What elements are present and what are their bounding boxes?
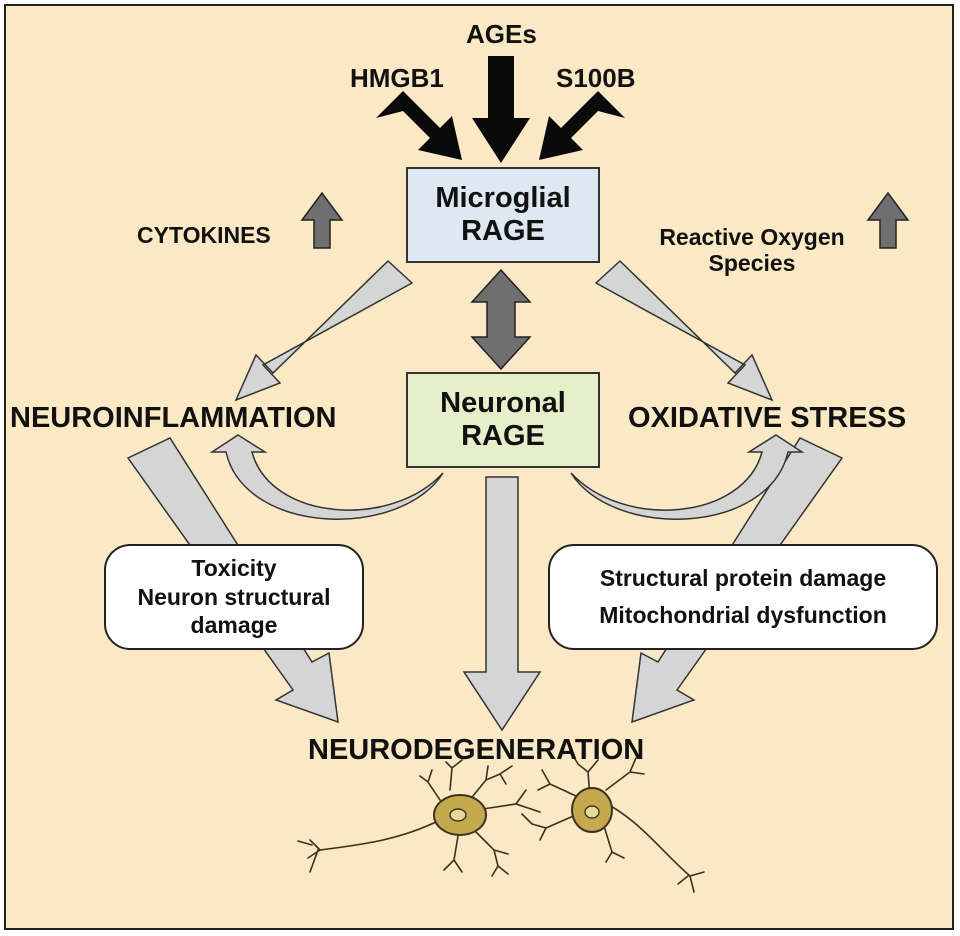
right-effect-protein: Structural protein damage — [599, 565, 887, 592]
s100b-arrow — [539, 91, 625, 160]
neuronal-rage-box: Neuronal RAGE — [406, 372, 600, 468]
neuroinflammation-label: NEUROINFLAMMATION — [10, 402, 337, 434]
neuronal-rage-line1: Neuronal — [440, 386, 566, 419]
neuronal-to-oxidative-curve — [570, 434, 805, 520]
cytokines-up-arrow — [300, 191, 344, 249]
left-effect-toxicity: Toxicity — [191, 554, 277, 581]
microglial-rage-box: Microglial RAGE — [406, 167, 600, 263]
ros-line2: Species — [708, 250, 796, 277]
left-effect-damage: damage — [190, 612, 278, 639]
neuronal-to-neuroinflammation-curve — [209, 434, 444, 520]
ages-label: AGEs — [466, 19, 537, 49]
neuron-illustration — [297, 753, 705, 893]
ros-line1: Reactive Oxygen — [659, 224, 845, 250]
rage-double-arrow — [470, 268, 532, 371]
right-effects-box: Structural protein damage Mitochondrial … — [548, 544, 938, 650]
ages-arrow — [472, 56, 530, 163]
microglial-to-oxidative-arrow — [594, 259, 774, 402]
hmgb1-label: HMGB1 — [350, 63, 444, 93]
neuronal-rage-line2: RAGE — [461, 420, 545, 452]
microglial-rage-line1: Microglial — [435, 181, 571, 214]
left-neuron-nucleus — [449, 808, 467, 822]
right-neuron-nucleus — [584, 805, 600, 819]
s100b-label: S100B — [556, 63, 636, 93]
ros-up-arrow — [866, 191, 910, 249]
neurodegeneration-label: NEURODEGENERATION — [308, 734, 645, 766]
right-effect-mitochondrial: Mitochondrial dysfunction — [599, 602, 887, 628]
hmgb1-arrow — [376, 91, 462, 160]
oxidative-stress-label: OXIDATIVE STRESS — [628, 402, 907, 434]
ros-label: Reactive Oxygen Species — [634, 224, 870, 277]
left-effects-box: Toxicity Neuron structural damage — [104, 544, 364, 650]
cytokines-label: CYTOKINES — [137, 222, 271, 248]
microglial-to-neuroinflammation-arrow — [234, 259, 414, 402]
left-effect-structural: Neuron structural — [137, 583, 331, 610]
microglial-rage-line2: RAGE — [461, 215, 545, 247]
neuronal-to-neurodegeneration-arrow — [462, 476, 542, 732]
